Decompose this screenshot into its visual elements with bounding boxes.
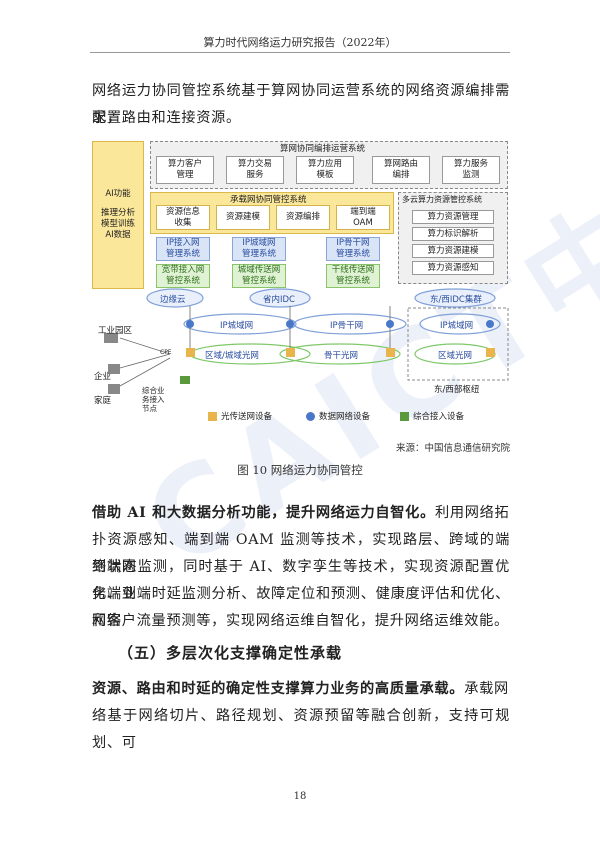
para1-bold-lead: 借助 AI 和大数据分析功能，提升网络运力自智化。 — [92, 505, 435, 521]
figure-network-control: AI功能 推理分析 模型训练 AI数据 算网协同编排运营系统 算力客户 管理 算… — [90, 138, 510, 456]
top-item: 算力应用 模板 — [296, 156, 354, 184]
optical-device-icon — [208, 412, 217, 421]
top-item: 算力服务 监测 — [442, 156, 500, 184]
para1-line-4: 务端到端时延监测分析、故障定位和预测、健康度评估和优化、网络 — [92, 586, 510, 629]
legend-label: 数据网络设备 — [319, 412, 371, 422]
mgmt-box: 城域传送网 管控系统 — [232, 264, 286, 288]
right-item: 算力资源管理 — [412, 210, 494, 224]
network-diagram — [104, 288, 509, 394]
header-rule — [90, 52, 510, 53]
access-device-icon — [400, 412, 409, 421]
endpoint-label: 工业园区 — [98, 326, 133, 336]
mgmt-box: IP城域网 管理系统 — [232, 237, 286, 261]
legend-item: 数据网络设备 — [306, 410, 370, 422]
mid-item: 资源建模 — [216, 205, 270, 230]
mid-item: 资源编排 — [276, 205, 330, 230]
endpoint-label: CPE — [160, 349, 172, 356]
section-heading: （五）多层次化支撑确定性承载 — [118, 644, 343, 662]
hub-label: 东/西部枢纽 — [434, 385, 480, 395]
ai-function-panel: AI功能 推理分析 模型训练 AI数据 — [92, 141, 144, 289]
para2-bold-lead: 资源、路由和时延的确定性支撑算力业务的高质量承载。 — [92, 681, 465, 697]
right-item: 算力资源感知 — [412, 261, 494, 275]
top-item: 算力客户 管理 — [156, 156, 214, 184]
figure-caption: 图 10 网络运力协同管控 — [237, 463, 363, 477]
net-label: 区域光网 — [438, 351, 473, 361]
right-item: 算力标识解析 — [412, 227, 494, 241]
legend-label: 光传送网设备 — [221, 412, 273, 422]
mid-system-title: 承载网协同管控系统 — [230, 195, 307, 205]
ai-panel-title: AI功能 — [105, 189, 131, 199]
page-header: 算力时代网络运力研究报告（2022年） — [203, 36, 397, 49]
ai-line: AI数据 — [105, 230, 131, 240]
endpoint-label: 家庭 — [94, 396, 112, 406]
cloud-label: 东/西IDC集群 — [430, 295, 482, 305]
mgmt-box: IP接入网 管理系统 — [156, 237, 210, 261]
net-label: IP城域网 — [220, 321, 254, 331]
mid-item: 资源信息 收集 — [156, 205, 210, 230]
para2-line-1-rest: 承载网 — [464, 681, 509, 697]
intro-line-2: 配置路由和连接资源。 — [92, 110, 241, 126]
legend-item: 综合接入设备 — [400, 410, 464, 422]
cloud-label: 边缘云 — [160, 295, 186, 305]
para1-line-1-rest: 利用网络拓 — [434, 505, 510, 521]
ai-line: 推理分析 — [100, 208, 135, 218]
data-device-icon — [306, 412, 315, 421]
para1-line-3: 络状态监测，同时基于 AI、数字孪生等技术，实现资源配置优化、业 — [92, 559, 510, 602]
para1-line-1: 借助 AI 和大数据分析功能，提升网络运力自智化。利用网络拓 — [92, 500, 510, 527]
right-item: 算力资源建模 — [412, 244, 494, 258]
endpoint-label: 综合业 务接入 节点 — [142, 386, 165, 413]
ai-line: 模型训练 — [100, 219, 135, 229]
para2-line-2: 络基于网络切片、路径规划、资源预留等融合创新，支持可规划、可 — [92, 708, 510, 751]
net-label: IP城域网 — [440, 321, 474, 331]
mid-item: 端到端 OAM — [336, 205, 390, 230]
para1-line-2: 扑资源感知、端到端 OAM 监测等技术，实现路层、跨域的端到端网 — [92, 532, 510, 575]
endpoint-label: 企业 — [94, 372, 112, 382]
para1-line-5: 和客户流量预测等，实现网络运维自智化，提升网络运维效能。 — [92, 613, 509, 629]
right-system-title: 多云算力资源管控系统 — [402, 195, 482, 204]
page-number: 18 — [293, 791, 307, 802]
net-label: 骨干光网 — [324, 351, 359, 361]
intro-line-1: 网络运力协同管控系统基于算网协同运营系统的网络资源编排需求， — [92, 83, 510, 126]
mgmt-box: 宽带接入网 管控系统 — [156, 264, 210, 288]
net-label: IP骨干网 — [330, 321, 364, 331]
figure-source: 来源：中国信息通信研究院 — [395, 443, 510, 454]
top-system-title: 算网协同编排运营系统 — [280, 144, 366, 154]
para2-line-1: 资源、路由和时延的确定性支撑算力业务的高质量承载。承载网 — [92, 676, 510, 703]
mgmt-box: IP骨干网 管理系统 — [326, 237, 380, 261]
legend-item: 光传送网设备 — [208, 410, 272, 422]
top-item: 算网路由 编排 — [372, 156, 430, 184]
cloud-label: 省内IDC — [263, 295, 295, 305]
top-item: 算力交易 服务 — [226, 156, 284, 184]
net-label: 区域/城域光网 — [205, 351, 259, 361]
mgmt-box: 干线传送网 管控系统 — [326, 264, 380, 288]
legend-label: 综合接入设备 — [413, 412, 465, 422]
